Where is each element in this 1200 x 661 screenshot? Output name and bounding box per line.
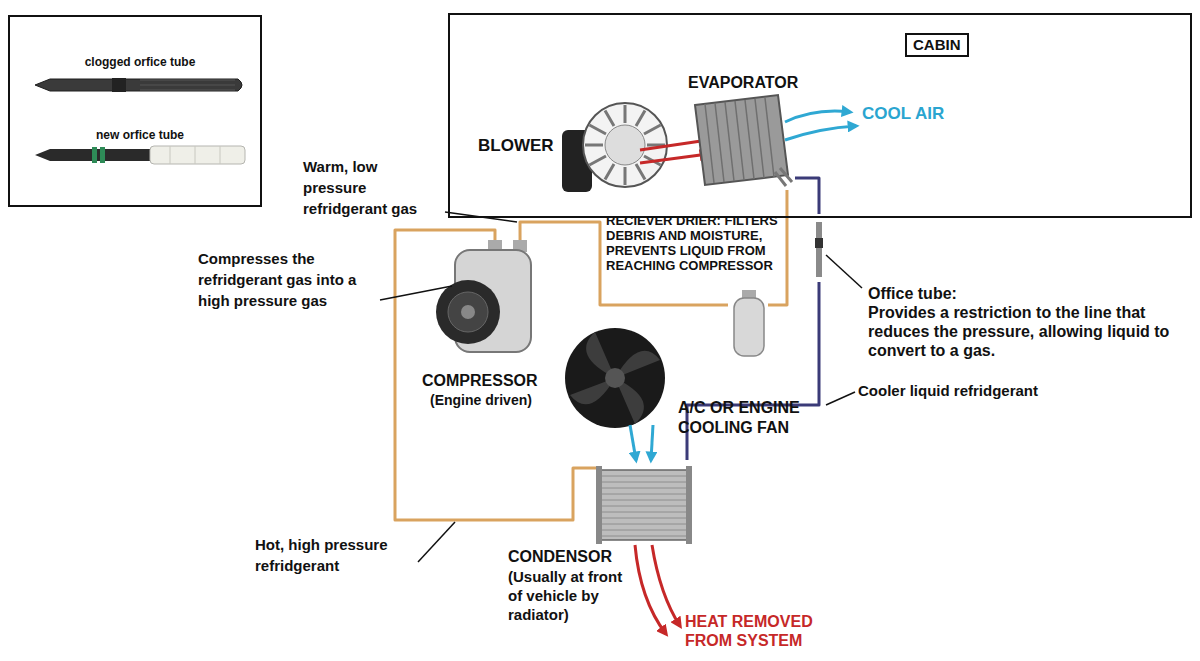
compressor-pulley bbox=[436, 280, 500, 344]
annotation-label: COOL AIR bbox=[862, 104, 944, 124]
tube-ring bbox=[112, 78, 126, 92]
evaporator-part: EVAPORATOR bbox=[685, 92, 795, 190]
blower-wheel bbox=[583, 103, 667, 187]
orifice-tube-part: Office tube:Provides a restriction to th… bbox=[810, 214, 828, 282]
o-ring bbox=[92, 147, 97, 163]
heat-arrow bbox=[652, 545, 680, 626]
o-ring bbox=[100, 147, 105, 163]
filter-ribs bbox=[170, 146, 220, 164]
compressor-hub bbox=[461, 305, 475, 319]
leader-line bbox=[826, 255, 862, 288]
airflow-arrow bbox=[640, 140, 708, 150]
annotation-label: Hot, high pressure refridgerant bbox=[255, 534, 417, 576]
debris-texture bbox=[140, 80, 235, 90]
annotation-label: Compresses the refridgerant gas into a h… bbox=[198, 248, 386, 311]
clogged-tube-body bbox=[35, 79, 242, 91]
part-name: BLOWER bbox=[478, 136, 554, 156]
cabin-box: CABIN BLOWER EVAPORATOR bbox=[448, 13, 1192, 218]
blower-blades bbox=[585, 105, 665, 185]
leader-line bbox=[418, 522, 455, 562]
orifice-tube-ring bbox=[815, 238, 823, 248]
part-name: Office tube: bbox=[868, 284, 957, 303]
part-note: (Usually at front of vehicle by radiator… bbox=[508, 567, 638, 624]
cool-air-arrow bbox=[785, 111, 850, 122]
receiver-drier-part: RECIEVER DRIER: FILTERS DEBRIS AND MOIST… bbox=[728, 288, 768, 362]
evaporator-fittings bbox=[775, 168, 792, 186]
evaporator-fins bbox=[705, 98, 774, 183]
annotation-label: Cooler liquid refridgerant bbox=[858, 382, 1038, 400]
part-name: CONDENSOR bbox=[508, 547, 612, 566]
part-caption: new orfice tube bbox=[65, 128, 215, 142]
refrigerant-line bbox=[768, 190, 787, 305]
inset-box: clogged orfice tube new orfice tube bbox=[8, 15, 262, 207]
condenser-fins bbox=[602, 476, 686, 536]
area-title: CABIN bbox=[905, 33, 969, 57]
annotation-label: HEAT REMOVED FROM SYSTEM bbox=[685, 612, 835, 650]
part-name: COMPRESSOR bbox=[422, 371, 538, 390]
airflow-arrow bbox=[630, 425, 636, 460]
condenser-core bbox=[600, 470, 688, 540]
cool-air-arrow bbox=[785, 126, 856, 140]
part-name: EVAPORATOR bbox=[688, 73, 798, 92]
condenser-tank bbox=[686, 466, 692, 544]
refrigerant-line bbox=[795, 178, 819, 214]
drier-canister bbox=[734, 298, 764, 356]
leader-line bbox=[380, 286, 452, 300]
evaporator-core bbox=[695, 95, 788, 185]
airflow-arrow bbox=[640, 154, 708, 163]
fan-blades bbox=[570, 332, 660, 424]
blower-part: BLOWER bbox=[470, 92, 655, 205]
cooling-fan bbox=[565, 328, 665, 428]
condenser-part: CONDENSOR(Usually at front of vehicle by… bbox=[596, 460, 692, 545]
part-caption: clogged orfice tube bbox=[65, 55, 215, 69]
cooling-fan-part: A/C OR ENGINE COOLING FAN bbox=[563, 328, 672, 432]
filter-screen bbox=[150, 146, 245, 164]
orifice-tube-icon bbox=[816, 222, 822, 277]
blower-hub bbox=[605, 125, 645, 165]
condenser-tank bbox=[596, 466, 602, 544]
leader-line bbox=[826, 392, 855, 405]
part-name: A/C OR ENGINE COOLING FAN bbox=[678, 398, 818, 438]
fan-hub bbox=[605, 368, 625, 388]
compressor-clutch bbox=[448, 292, 488, 332]
part-description: RECIEVER DRIER: FILTERS DEBRIS AND MOIST… bbox=[606, 213, 788, 273]
part-note: (Engine driven) bbox=[430, 392, 532, 409]
annotation-label: Warm, low pressure refridgerant gas bbox=[303, 156, 435, 219]
compressor-part: COMPRESSOR(Engine driven) bbox=[420, 240, 535, 368]
airflow-arrow bbox=[651, 425, 653, 460]
part-description: Provides a restriction to the line that … bbox=[868, 303, 1193, 360]
